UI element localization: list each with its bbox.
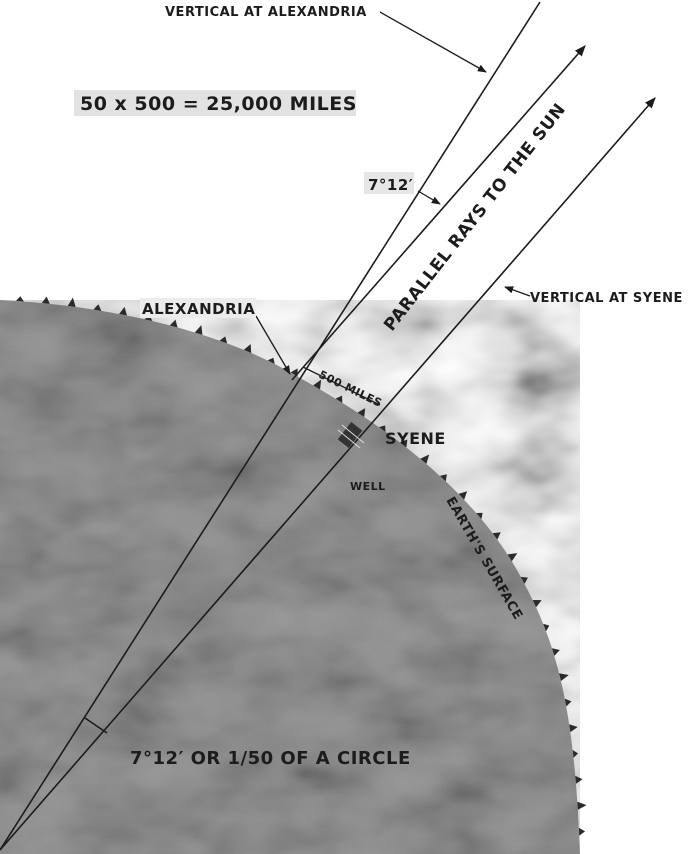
surface-bump [313,379,322,390]
surface-bump [219,336,228,344]
leader-alexandria [255,315,291,375]
label-alexandria: ALEXANDRIA [142,300,255,318]
center-angle-marker [84,717,108,734]
surface-bump [144,315,153,322]
label-vertical-alexandria: VERTICAL AT ALEXANDRIA [165,5,367,20]
surface-bump [267,357,275,364]
surface-bump [93,304,102,311]
surface-bump [169,319,178,328]
surface-bump [564,698,572,707]
surface-bump [119,306,127,316]
leader-angle-top [417,190,441,205]
vertical-alexandria-line [0,1,541,851]
surface-bump [41,296,50,304]
label-well: WELL [350,480,386,493]
earth-body [0,296,587,854]
earth-texture [0,300,580,854]
angle-top-bg [364,172,414,194]
surface-bump [569,724,578,733]
surface-bump [476,512,483,520]
surface-bump [543,623,550,632]
label-syene: SYENE [385,429,446,448]
alexandria-bg [140,298,256,318]
distance-bracket [302,366,381,406]
surface-bumps [15,296,587,836]
surface-bump [559,673,569,681]
equation-bg [74,90,356,116]
label-vertical-syene: VERTICAL AT SYENE [530,291,683,306]
surface-bump [194,325,203,335]
leader-vertical-syene [504,286,531,297]
label-equation: 50 x 500 = 25,000 MILES [80,93,357,115]
sun-ray-alexandria [291,45,586,381]
surface-bump [420,454,430,464]
surface-bump [575,775,583,784]
surface-bump [458,491,468,500]
label-angle-top: 7°12′ [368,176,413,194]
surface-bump [378,425,386,432]
leader-lines [255,11,531,406]
surface-bump [243,344,252,353]
surface-bump [492,532,501,540]
leader-vertical-alexandria [379,11,487,73]
vertical-syene-line [0,97,656,851]
surface-bump [439,474,447,482]
surface-bump [335,395,343,403]
label-angle-bottom: 7°12′ OR 1/50 OF A CIRCLE [130,748,411,769]
surface-bump [15,296,24,302]
ray-lines [0,1,656,851]
surface-bump [67,297,76,307]
surface-bump [551,648,560,656]
surface-bump [520,576,528,584]
surface-bump [507,553,518,562]
surface-bump [532,599,542,608]
surface-bump [578,827,586,836]
surface-bump [577,801,587,810]
well-mark [337,422,365,449]
surface-bump [357,408,366,417]
surface-bump [572,749,579,758]
surface-bump [399,439,408,448]
